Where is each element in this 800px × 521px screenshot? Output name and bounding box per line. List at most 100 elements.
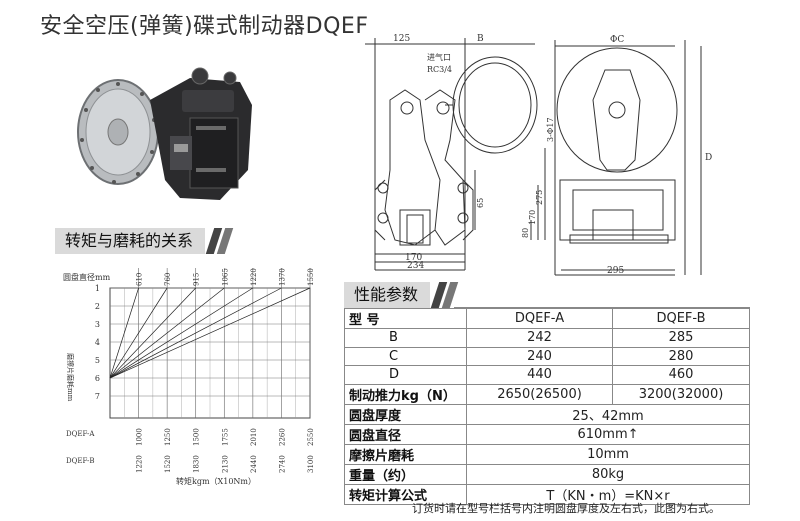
table-row-value: 610mm↑ xyxy=(466,423,750,445)
y-tick-label: 1 xyxy=(95,284,100,293)
table-row-value: 80kg xyxy=(466,463,750,485)
table-row-value-a: 240 xyxy=(466,346,613,366)
torque-value: 1500 xyxy=(193,428,201,446)
table-row-value-b: 285 xyxy=(612,328,750,348)
y-tick-label: 7 xyxy=(95,392,100,401)
y-tick-label: 5 xyxy=(95,356,100,365)
top-tick-label: 1370 xyxy=(278,268,286,286)
dim-275: 275 xyxy=(535,190,544,205)
top-tick-label: 760 xyxy=(164,273,172,286)
product-photo xyxy=(77,67,252,200)
chart-grid xyxy=(109,268,311,419)
wear-line xyxy=(109,287,225,379)
torque-value: 2440 xyxy=(250,455,258,473)
x-axis-label: 转矩kgm（X10Nm） xyxy=(176,476,256,486)
table-row-value-b: 280 xyxy=(612,346,750,366)
top-tick-label: 915 xyxy=(193,273,201,286)
y-tick-label: 4 xyxy=(95,338,100,347)
table-row-value: T（KN・m）=KN×r xyxy=(466,483,750,505)
dim-80: 80 xyxy=(521,228,530,238)
table-row-label: C xyxy=(344,346,467,366)
order-note: 订货时请在型号栏括号内注明圆盘厚度及左右式，此图为右式。 xyxy=(412,502,720,515)
wear-line xyxy=(109,287,168,379)
torque-value: 2010 xyxy=(250,428,258,446)
series-name: DQEF-A xyxy=(66,430,95,438)
table-row-label: 摩擦片磨耗 xyxy=(344,443,467,465)
table-row-value-a: 440 xyxy=(466,365,613,385)
perf-section-title: 性能参数 xyxy=(344,282,431,308)
y-axis-label: 磨擦片磨耗mm xyxy=(66,353,75,402)
table-row-value: 25、42mm xyxy=(466,403,750,425)
torque-value: 1755 xyxy=(221,428,229,446)
wear-line xyxy=(109,287,139,379)
y-tick-label: 6 xyxy=(95,374,100,383)
dim-234: 234 xyxy=(407,261,424,271)
dim-125: 125 xyxy=(393,34,410,44)
table-row-label: 重量（约） xyxy=(344,463,467,485)
table-row-header: 型 号 DQEF-A DQEF-B xyxy=(344,308,750,329)
wear-section-title: 转矩与磨耗的关系 xyxy=(55,228,206,254)
wear-line xyxy=(109,287,282,379)
table-row-value-a: 242 xyxy=(466,328,613,348)
top-axis-label: 圆盘直径mm xyxy=(63,272,111,282)
table-row-label: 制动推力kg（N） xyxy=(344,383,467,405)
wear-line xyxy=(109,287,196,379)
torque-value: 2130 xyxy=(221,455,229,473)
table-row-label: 圆盘直径 xyxy=(344,423,467,445)
dim-170-right: 170 xyxy=(528,210,537,225)
torque-value: 2550 xyxy=(307,428,315,446)
wear-line xyxy=(109,287,311,379)
torque-value: 1250 xyxy=(164,428,172,446)
top-tick-label: 610 xyxy=(136,273,144,286)
header-model-b: DQEF-B xyxy=(612,308,750,329)
dim-d: D xyxy=(705,153,712,163)
dim-170-bottom: 170 xyxy=(405,253,422,263)
dim-phi-c: ΦC xyxy=(610,35,624,45)
torque-value: 1520 xyxy=(164,455,172,473)
torque-value: 2740 xyxy=(278,455,286,473)
table-row-value: 10mm xyxy=(466,443,750,465)
dim-rc34: RC3/4 xyxy=(427,65,452,74)
header-model-a: DQEF-A xyxy=(466,308,613,329)
table-row: 重量（约）80kg xyxy=(344,463,750,485)
page-title: 安全空压(弹簧)碟式制动器DQEF xyxy=(40,14,369,39)
wear-section-header: 转矩与磨耗的关系 xyxy=(55,228,235,254)
dim-inlet: 进气口 xyxy=(427,52,451,62)
wear-chart: 圆盘直径mm 1 2 3 4 5 6 7 610 760 915 1065 1220 1370 1550D… xyxy=(63,268,315,486)
table-row: 制动推力kg（N）2650(26500)3200(32000) xyxy=(344,383,750,405)
perf-section-header: 性能参数 xyxy=(344,282,750,308)
y-tick-label: 3 xyxy=(95,320,100,329)
table-row-value-b: 460 xyxy=(612,365,750,385)
header-model-label: 型 号 xyxy=(344,308,467,329)
wear-line xyxy=(109,287,254,379)
torque-value: 1220 xyxy=(136,455,144,473)
y-tick-label: 2 xyxy=(95,302,100,311)
table-row-label: B xyxy=(344,328,467,348)
torque-value: 1000 xyxy=(136,428,144,446)
top-tick-label: 1065 xyxy=(221,268,229,286)
table-row-label: 转矩计算公式 xyxy=(344,483,467,505)
table-row-label: 圆盘厚度 xyxy=(344,403,467,425)
dim-3-phi17: 3-Φ17 xyxy=(546,117,555,142)
table-row-label: D xyxy=(344,365,467,385)
chart-lines xyxy=(109,287,311,379)
torque-value: 3100 xyxy=(307,455,315,473)
top-tick-label: 1220 xyxy=(250,268,258,286)
engineering-drawing: 125 B ΦC 进气口 RC3/4 3-Φ17 275 170 80 65 D… xyxy=(365,34,712,276)
table-row-value-a: 2650(26500) xyxy=(466,383,613,405)
torque-value: 2260 xyxy=(278,428,286,446)
top-tick-label: 1550 xyxy=(307,268,315,286)
dim-295: 295 xyxy=(607,266,624,276)
torque-value: 1830 xyxy=(193,455,201,473)
dim-65: 65 xyxy=(476,198,485,208)
series-name: DQEF-B xyxy=(66,457,95,465)
